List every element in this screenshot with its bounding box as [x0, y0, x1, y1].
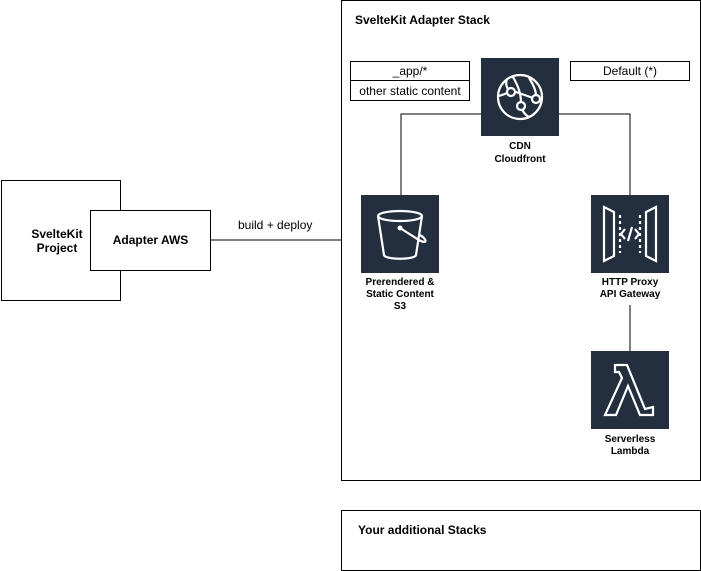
adapter-aws-box[interactable] [90, 210, 211, 271]
cdn-caption-line1: CDN [509, 141, 531, 152]
behavior-default-label: Default (*) [602, 64, 658, 78]
behavior-static-label: other static content [359, 84, 461, 98]
behavior-app-label: _app/* [392, 64, 428, 78]
cdn-caption-line2: Cloudfront [494, 154, 546, 165]
adapter-stack-title: SvelteKit Adapter Stack [355, 13, 490, 27]
lambda-caption-line1: Serverless [604, 434, 656, 445]
additional-stacks-title: Your additional Stacks [358, 523, 487, 537]
adapter-aws-label: Adapter AWS [112, 233, 189, 247]
cdn-to-s3-connector [400, 113, 481, 195]
behavior-static-box [350, 80, 470, 101]
lambda-caption-line2: Lambda [610, 446, 650, 457]
apigw-caption-line2: API Gateway [599, 289, 661, 300]
sveltekit-project-label: SvelteKit Project [31, 227, 83, 255]
build-deploy-label: build + deploy [238, 218, 313, 232]
s3-caption-line3: S3 [393, 301, 407, 312]
lambda-icon[interactable] [591, 351, 669, 429]
cloudfront-icon[interactable] [481, 58, 559, 136]
behavior-default-box [570, 61, 690, 81]
api-gateway-icon[interactable] [591, 195, 669, 273]
s3-caption-line1: Prerendered & [365, 277, 435, 288]
apigw-caption-line1: HTTP Proxy [601, 277, 659, 288]
s3-bucket-icon[interactable] [361, 195, 439, 273]
additional-stacks-container[interactable] [341, 510, 701, 571]
s3-caption-line2: Static Content [366, 289, 434, 300]
cdn-to-apigw-connector [559, 113, 631, 195]
